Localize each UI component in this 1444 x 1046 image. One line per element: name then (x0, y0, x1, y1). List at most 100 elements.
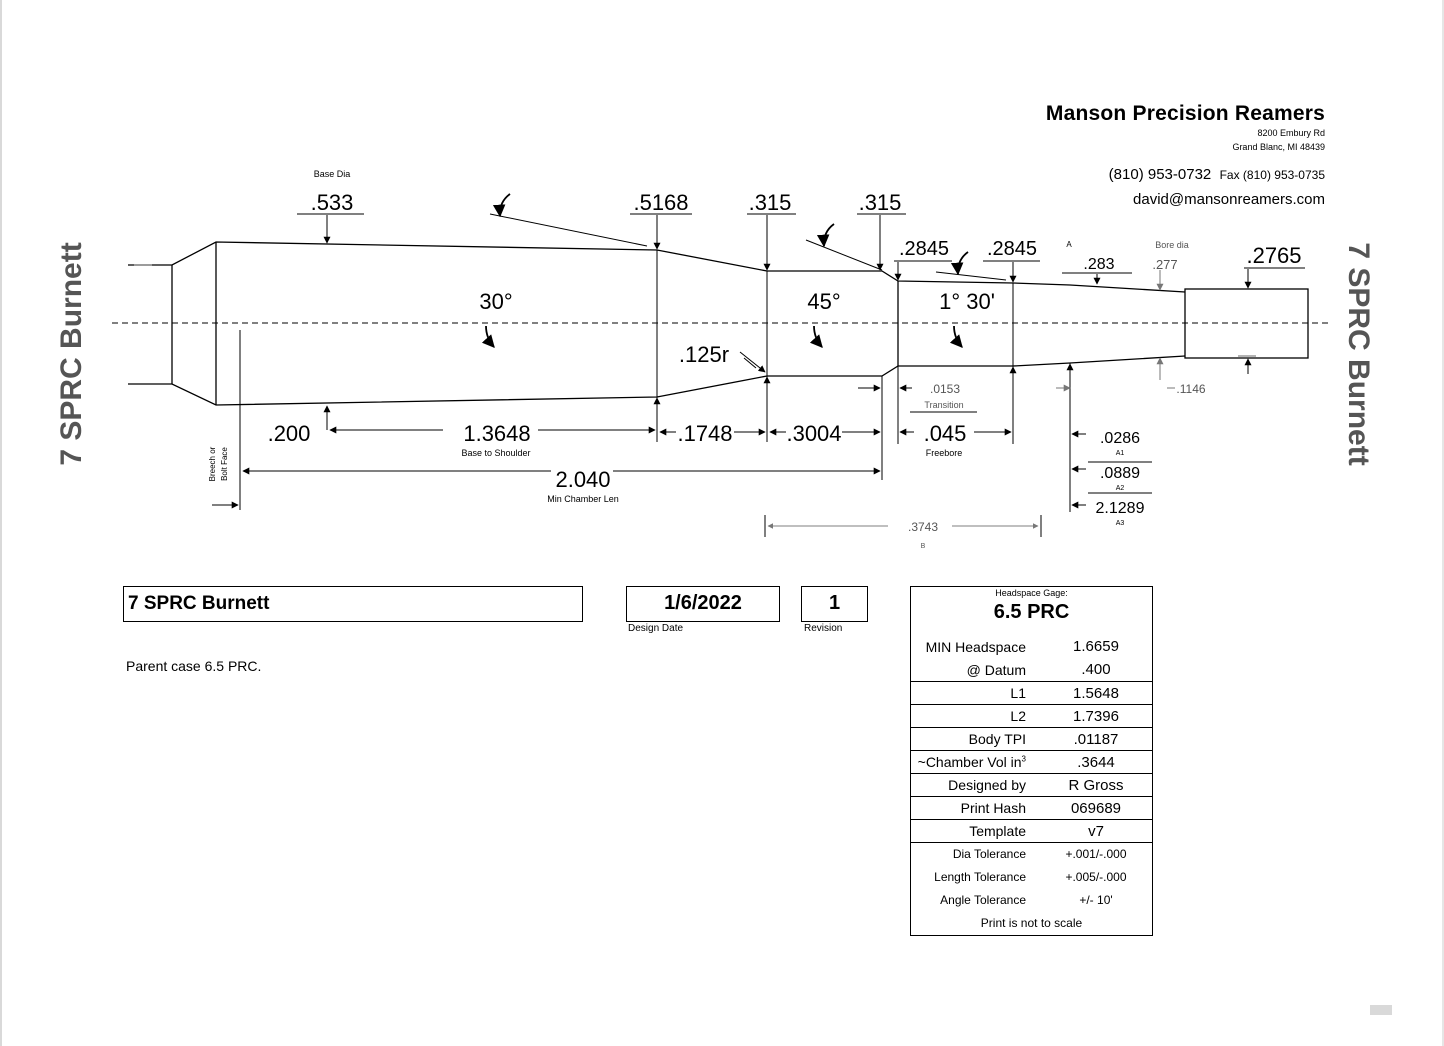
table-row: Template v7 (911, 819, 1152, 842)
dim-a1: .0286 (1100, 430, 1140, 447)
chamber-outline (128, 241, 1309, 406)
dim-datum-offset: .200 (268, 421, 311, 446)
revision-box: 1 (801, 586, 868, 622)
row-key: Print Hash (960, 800, 1026, 816)
company-fax: Fax (810) 953-0735 (1219, 168, 1325, 182)
row-key: Dia Tolerance (952, 847, 1026, 861)
dim-groove-dia: .2765 (1246, 243, 1301, 268)
company-address-line1: 8200 Embury Rd (1257, 128, 1325, 138)
label-a1: A1 (1116, 450, 1125, 457)
company-phone: (810) 953-0732 (1108, 166, 1212, 183)
label-breech-2: Bolt Face (220, 447, 229, 481)
table-row: ~Chamber Vol in3 .3644 (911, 750, 1152, 773)
label-base-to-shoulder: Base to Shoulder (461, 448, 530, 458)
row-key: L1 (1010, 685, 1026, 701)
label-a2: A2 (1116, 485, 1125, 492)
dim-base-dia: .533 (311, 190, 354, 215)
table-row: Body TPI .01187 (911, 727, 1152, 750)
dim-radius: .125r (679, 342, 729, 367)
dim-neck-dia-end: .315 (859, 190, 902, 215)
design-date-box: 1/6/2022 (626, 586, 780, 622)
table-row: MIN Headspace 1.6659 (911, 635, 1152, 658)
dim-throat-dia: .283 (1083, 256, 1114, 273)
dim-a2: .0889 (1100, 465, 1140, 482)
page-right-edge (1442, 0, 1444, 1046)
angle-body: 30° (479, 289, 512, 314)
table-row: L1 1.5648 (911, 681, 1152, 704)
label-a: A (1066, 240, 1072, 249)
row-value: 1.6659 (1073, 638, 1119, 655)
angle-shoulder: 45° (807, 289, 840, 314)
table-row: Angle Tolerance +/- 10' (911, 888, 1152, 911)
table-row: Print Hash 069689 (911, 796, 1152, 819)
label-b: B (921, 543, 926, 550)
row-key-superscript: 3 (1021, 754, 1026, 764)
dim-shoulder-len: .1748 (677, 421, 732, 446)
angle-throat: 1° 30' (939, 289, 995, 314)
row-key: @ Datum (966, 661, 1026, 678)
row-value: 1.7396 (1073, 707, 1119, 725)
company-name: Manson Precision Reamers (1045, 102, 1325, 125)
revision-label: Revision (804, 623, 843, 634)
dim-shoulder-dia: .5168 (633, 190, 688, 215)
company-header: Manson Precision Reamers 8200 Embury Rd … (1046, 102, 1325, 208)
row-value: .01187 (1073, 730, 1119, 748)
label-a3: A3 (1116, 520, 1125, 527)
dim-base-to-shoulder: 1.3648 (463, 421, 530, 446)
row-key: L2 (1010, 708, 1026, 724)
table-row: Length Tolerance +.005/-.000 (911, 865, 1152, 888)
row-value: .400 (1081, 661, 1111, 678)
design-date-label: Design Date (628, 623, 684, 634)
row-value: 1.5648 (1073, 684, 1119, 702)
row-value: R Gross (1068, 776, 1124, 794)
table-row: Dia Tolerance +.001/-.000 (911, 842, 1152, 865)
row-value: +.001/-.000 (1065, 847, 1127, 861)
label-min-chamber-len: Min Chamber Len (547, 494, 619, 504)
dim-freebore: .045 (924, 421, 967, 446)
row-key: Body TPI (968, 731, 1026, 747)
row-key: Length Tolerance (934, 869, 1026, 884)
label-bore-dia: Bore dia (1155, 240, 1189, 250)
row-value: +.005/-.000 (1065, 869, 1127, 884)
company-phone-line: (810) 953-0732 Fax (810) 953-0735 (1046, 166, 1325, 183)
dim-neck-dia-start: .315 (749, 190, 792, 215)
headspace-table: Headspace Gage: 6.5 PRC MIN Headspace 1.6… (910, 586, 1153, 936)
dim-neck-len: .3004 (786, 421, 841, 446)
row-key: ~Chamber Vol in (917, 754, 1022, 770)
company-address-line2: Grand Blanc, MI 48439 (1232, 142, 1325, 152)
row-key: Angle Tolerance (940, 892, 1026, 907)
cartridge-name-box: 7 SPRC Burnett (123, 586, 583, 622)
label-transition: Transition (924, 400, 963, 410)
headspace-header: Headspace Gage: 6.5 PRC (911, 587, 1152, 635)
parent-case-note: Parent case 6.5 PRC. (126, 658, 262, 674)
label-freebore: Freebore (926, 448, 963, 458)
table-row: @ Datum .400 (911, 658, 1152, 681)
table-row: Designed by R Gross (911, 773, 1152, 796)
dim-freebore-dia-start: .2845 (899, 238, 949, 260)
company-email: david@mansonreamers.com (1133, 191, 1325, 208)
headspace-gage-label: Headspace Gage: (995, 588, 1068, 598)
dim-transition: .0153 (930, 382, 960, 396)
dim-min-chamber-len: 2.040 (555, 467, 610, 492)
row-value: 069689 (1070, 799, 1122, 817)
dim-bore-dia: .277 (1152, 257, 1177, 272)
row-key-chamber-vol: ~Chamber Vol in3 (911, 754, 1026, 770)
row-key: Designed by (948, 777, 1026, 793)
page-left-edge (0, 0, 2, 1046)
headspace-footer: Print is not to scale (980, 916, 1083, 930)
row-key: MIN Headspace (925, 638, 1026, 655)
row-value: .3644 (1077, 753, 1115, 771)
dim-freebore-dia-end: .2845 (987, 238, 1037, 260)
dim-b: .3743 (908, 520, 938, 534)
dim-land-dia: .1146 (1176, 382, 1205, 396)
row-value: +/- 10' (1079, 892, 1113, 907)
dim-a3: 2.1289 (1096, 500, 1145, 517)
label-base-dia: Base Dia (314, 169, 351, 179)
table-row: L2 1.7396 (911, 704, 1152, 727)
label-breech-1: Breech or (208, 446, 217, 481)
row-value: v7 (1088, 822, 1104, 840)
page-tab-marker (1370, 1005, 1392, 1015)
row-key: Template (969, 823, 1026, 839)
headspace-gage-value: 6.5 PRC (993, 601, 1070, 623)
